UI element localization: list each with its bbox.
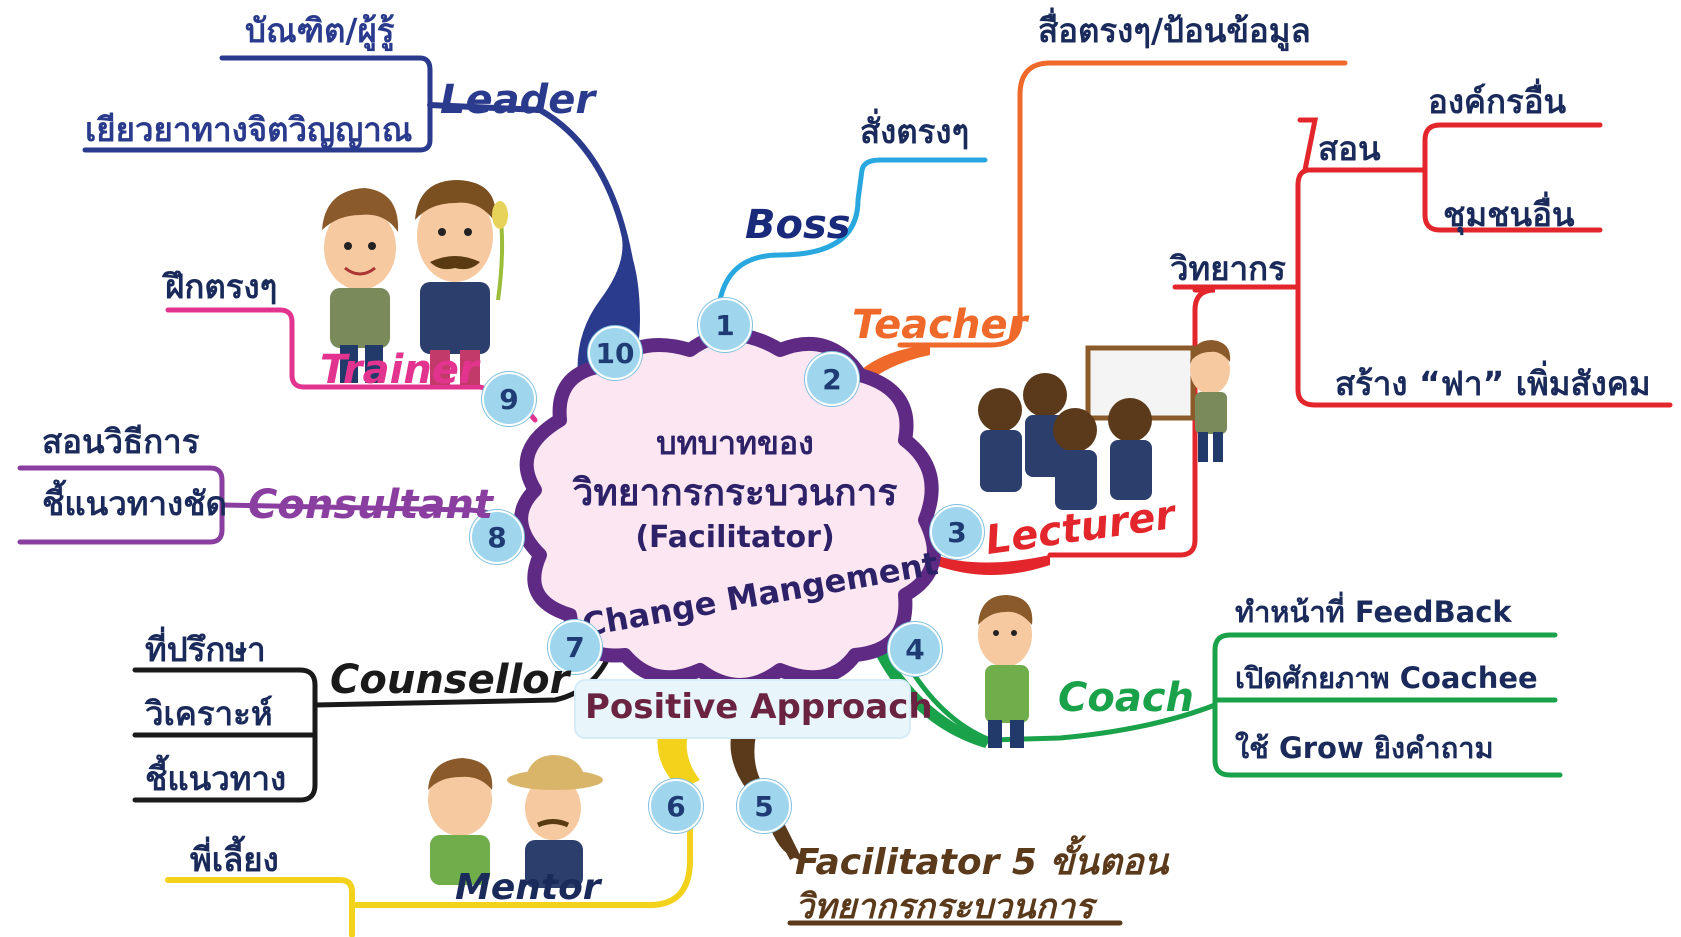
center-title-line2: วิทยากรกระบวนการ — [572, 471, 898, 514]
positive-approach-label: Positive Approach — [585, 687, 933, 727]
boss-role: Boss — [745, 202, 851, 248]
leader-leaf-2: เยียวยาทางจิตวิญญาณ — [85, 110, 413, 149]
audience-figures — [978, 373, 1152, 510]
lecturer-leaf-1: องค์กรอื่น — [1428, 82, 1567, 121]
badge-3: 3 — [930, 505, 984, 559]
counsellor-leaf-3: ชี้แนวทาง — [145, 759, 287, 798]
badge-1: 1 — [698, 298, 752, 352]
teacher-branch-lines — [897, 60, 1348, 348]
mentor-role: Mentor — [455, 867, 601, 908]
mentor-left-figure — [428, 758, 493, 885]
lecturer-thick-stem — [935, 555, 1050, 575]
badge-5: 5 — [737, 779, 791, 833]
badge-2: 2 — [805, 352, 859, 406]
mentor-thick-stem — [657, 725, 700, 790]
trainer-leaf-1: ฝึกตรงๆ — [165, 267, 278, 306]
farmer-right-figure — [415, 180, 508, 385]
coach-leaf-3: ใช้ Grow ยิงคำถาม — [1235, 731, 1494, 765]
lecturer-sub: วิทยากร — [1170, 249, 1286, 288]
badge-7: 7 — [548, 620, 602, 674]
facilitator5-role-line1: Facilitator 5 ขั้นตอน — [795, 842, 1169, 883]
facilitator5-role-line2: วิทยากรกระบวนการ — [795, 887, 1094, 927]
mentor-branch-lines — [165, 787, 693, 937]
counsellor-role: Counsellor — [330, 657, 570, 703]
badge-8: 8 — [470, 510, 524, 564]
coach-role: Coach — [1058, 675, 1195, 721]
badge-6: 6 — [649, 779, 703, 833]
leader-role: Leader — [440, 77, 596, 123]
lecturer-leaf-3: สร้าง “ฟา” เพิ่มสังคม — [1335, 364, 1651, 403]
lecturer-with-audience-illustration — [978, 340, 1231, 510]
boss-leaf-1: สั่งตรงๆ — [860, 112, 970, 151]
mentor-leaf-1: พี่เลี้ยง — [190, 840, 279, 879]
counsellor-leaf-1: ที่ปรึกษา — [145, 630, 266, 669]
consultant-leaf-1: สอนวิธีการ — [42, 422, 200, 461]
badge-9: 9 — [482, 372, 536, 426]
coach-leaf-1: ทำหน้าที่ FeedBack — [1235, 595, 1512, 629]
boss-branch-lines — [715, 157, 988, 321]
trainer-role: Trainer — [320, 347, 479, 393]
coach-leaf-2: เปิดศักยภาพ Coachee — [1235, 661, 1538, 695]
teacher-leaf-1: สื่อตรงๆ/ป้อนข้อมูล — [1038, 11, 1311, 50]
lecturer-figure — [1190, 340, 1231, 462]
center-title-line3: (Facilitator) — [635, 520, 835, 555]
leader-leaf-1: บัณฑิต/ผู้รู้ — [245, 11, 395, 50]
pair-of-farmers-illustration — [322, 180, 508, 385]
mentor-pair-illustration — [428, 755, 603, 888]
badge-4: 4 — [888, 622, 942, 676]
lecturer-leaf-2: ชุมชนอื่น — [1443, 195, 1575, 234]
badge-10: 10 — [588, 326, 642, 380]
center-title-line1: บทบาทของ — [656, 424, 814, 462]
farmer-left-figure — [322, 188, 399, 383]
consultant-leaf-2: ชี้แนวทางชัด — [42, 484, 227, 523]
lecturer-sub2: สอน — [1318, 129, 1381, 168]
consultant-role: Consultant — [248, 482, 494, 528]
counsellor-leaf-2: วิเคราะห์ — [145, 694, 273, 733]
coach-illustration — [978, 595, 1033, 748]
positive-approach-bg — [574, 679, 911, 739]
teacher-role: Teacher — [852, 302, 1028, 348]
mentor-right-figure — [507, 755, 603, 888]
coach-branch-lines — [902, 632, 1563, 778]
